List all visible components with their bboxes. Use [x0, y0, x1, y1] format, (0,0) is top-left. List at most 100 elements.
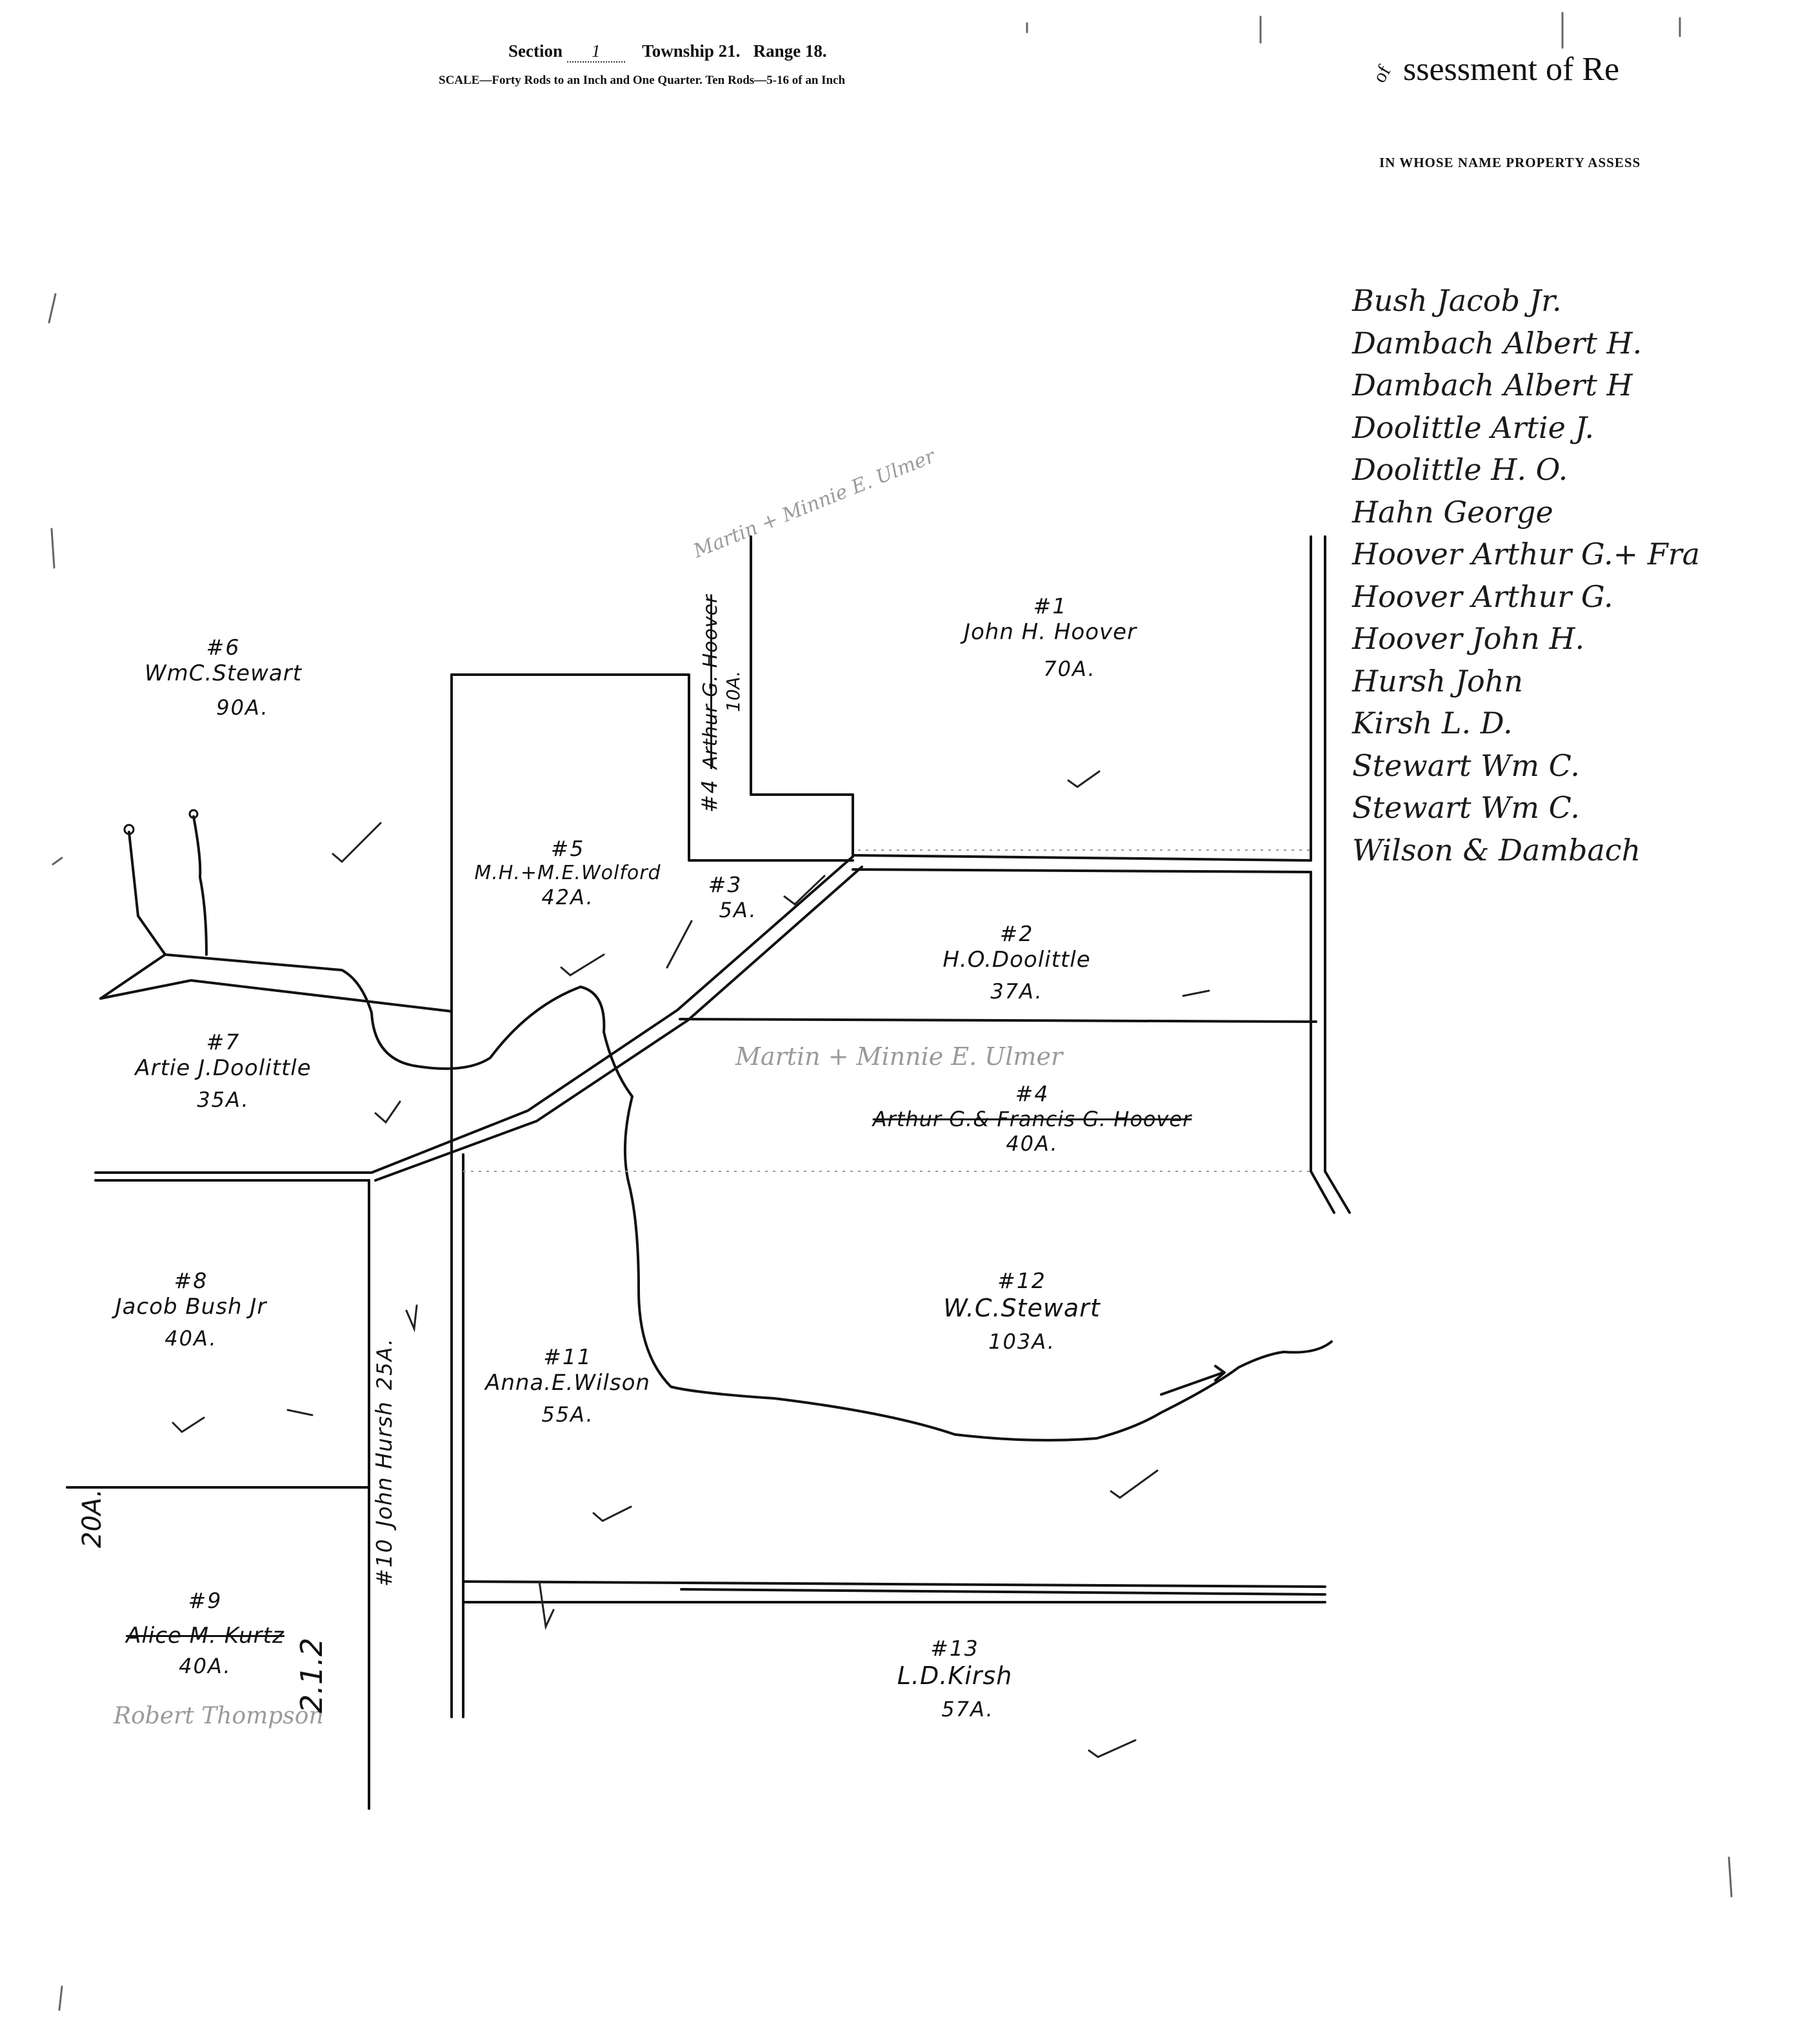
parcel-12-label: #12 W.C.Stewart 103A.: [943, 1268, 1100, 1354]
parcel-13-label: #13 L.D.Kirsh 57A.: [897, 1636, 1013, 1722]
parcel-owner: Alice M. Kurtz: [126, 1622, 284, 1649]
parcel-number: #4: [1015, 1081, 1050, 1106]
owner-list-item: Stewart Wm C.: [1352, 790, 1580, 825]
boundary-east-inner: [1310, 871, 1335, 1214]
boundary-parcel-13-extra: [680, 1588, 1326, 1596]
header-section-line: Section 1 Township 21. Range 18.: [508, 41, 827, 63]
parcel-number: #12: [997, 1268, 1046, 1293]
parcel-2-label: #2 H.O.Doolittle 37A.: [943, 921, 1090, 1004]
boundary-parcel-1-west: [750, 535, 854, 857]
boundary-parcel-2-4: [679, 1018, 1317, 1023]
parcel-acres: 90A.: [216, 695, 269, 720]
parcel-acres: 70A.: [1043, 657, 1096, 682]
assessment-subtitle: IN WHOSE NAME PROPERTY ASSESS: [1379, 155, 1641, 170]
parcel-acres: 103A.: [988, 1329, 1055, 1354]
parcel-hoover-small-acres: 10A.: [723, 670, 744, 712]
owner-list-item: Hahn George: [1352, 494, 1553, 530]
section-label: Section: [508, 41, 563, 61]
parcel-8-label: #8 Jacob Bush Jr 40A.: [115, 1268, 267, 1351]
creek-tributary-1: [128, 831, 166, 956]
boundary-east-outer: [1324, 1170, 1351, 1214]
road-diagonal-south: [374, 866, 863, 1182]
creek-tributary-2: [192, 815, 208, 956]
parcel-4-label: #4 Arthur G.& Francis G. Hoover 40A.: [873, 1081, 1192, 1156]
lot-reference: 2.1.2: [294, 1637, 329, 1713]
parcel-1-label: #1 John H. Hoover 70A.: [964, 593, 1137, 682]
boundary-parcel-5-north: [450, 673, 854, 862]
parcel-11-label: #11 Anna.E.Wilson 55A.: [485, 1344, 650, 1427]
parcel-number: #4: [697, 779, 722, 813]
parcel-acres: 40A.: [1006, 1131, 1059, 1156]
parcel-owner: Arthur G.& Francis G. Hoover: [872, 1106, 1192, 1131]
parcel-acres: 25A.: [372, 1337, 397, 1391]
parcel-number: #10: [372, 1538, 397, 1587]
parcel-owner: Artie J.Doolittle: [135, 1055, 312, 1081]
parcel-owner: John Hursh: [372, 1401, 397, 1527]
parcel-7-label: #7 Artie J.Doolittle 35A.: [135, 1029, 311, 1113]
owner-list-item: Hoover Arthur G.: [1352, 579, 1613, 614]
township-label: Township 21.: [642, 41, 741, 61]
arrow-shaft: [1160, 1371, 1224, 1396]
parcel-9-label: #9 Alice M. Kurtz 40A.: [126, 1588, 284, 1679]
owner-list: Bush Jacob Jr. Dambach Albert H. Dambach…: [1352, 280, 1700, 871]
parcel-number: #8: [174, 1268, 208, 1293]
owner-list-item: Wilson & Dambach: [1352, 832, 1641, 868]
owner-list-item: Dambach Albert H.: [1352, 325, 1642, 361]
parcel-acres: 57A.: [941, 1697, 994, 1722]
parcel-acres: 5A.: [719, 897, 757, 922]
parcel-5-label: #5 M.H.+M.E.Wolford 42A.: [474, 836, 661, 909]
parcel-number: #5: [550, 836, 585, 861]
arrow-head: [1214, 1365, 1226, 1382]
parcel-owner: L.D.Kirsh: [897, 1661, 1013, 1690]
boundary-parcel-1-south: [852, 854, 1312, 862]
parcel-hoover-small-label: #4 Arthur G. Hoover: [697, 595, 722, 813]
boundary-parcel-6-7: [99, 979, 453, 1013]
boundary-parcel-2-north: [852, 868, 1312, 873]
owner-list-item: Stewart Wm C.: [1352, 748, 1580, 783]
parcel-9-annotation: Robert Thompson: [114, 1703, 324, 1729]
section-value: 1: [566, 41, 625, 63]
parcel-number: #7: [206, 1029, 241, 1055]
parcel-owner: WmC.Stewart: [144, 660, 303, 686]
parcel-number: #9: [188, 1588, 223, 1613]
owner-list-item: Bush Jacob Jr.: [1352, 283, 1562, 318]
owner-list-item: Kirsh L. D.: [1352, 706, 1513, 740]
parcel-owner: M.H.+M.E.Wolford: [474, 861, 661, 884]
parcel-6-label: #6 WmC.Stewart 90A.: [145, 635, 302, 720]
parcel-acres: 55A.: [541, 1402, 594, 1427]
parcel-owner: Anna.E.Wilson: [485, 1369, 650, 1396]
parcel-number: #2: [999, 921, 1034, 946]
owner-list-item: Dambach Albert H: [1352, 368, 1633, 402]
parcel-number: #1: [1033, 593, 1068, 619]
parcel-acres: 35A.: [197, 1087, 250, 1113]
parcel-owner: Arthur G. Hoover: [699, 594, 722, 769]
scale-text: SCALE—Forty Rods to an Inch and One Quar…: [439, 74, 846, 87]
parcel-acres: 42A.: [541, 884, 594, 909]
boundary-parcel-11-13: [462, 1580, 1326, 1588]
owner-list-item: Doolittle Artie J.: [1352, 410, 1594, 445]
parcel-9-side-acres: 20A.: [77, 1489, 107, 1548]
parcel-4-annotation: Martin + Minnie E. Ulmer: [735, 1042, 1063, 1071]
parcel-owner: John H. Hoover: [963, 619, 1137, 645]
parcel-acres: 37A.: [990, 979, 1043, 1004]
owner-list-item: Hoover Arthur G.+ Fra: [1352, 537, 1701, 571]
parcel-3-label: #3 5A.: [693, 872, 757, 922]
parcel-number: #3: [708, 872, 743, 897]
parcel-acres: 40A.: [165, 1326, 217, 1351]
owner-list-item: Hoover John H.: [1352, 621, 1585, 656]
range-label: Range 18.: [753, 41, 827, 61]
parcel-acres: 40A.: [179, 1654, 232, 1679]
parcel-10-label: #10 John Hursh 25A.: [372, 1338, 397, 1587]
creek-west-branch: [99, 953, 1333, 1442]
parcel-owner: H.O.Doolittle: [943, 946, 1091, 973]
parcel-owner: W.C.Stewart: [943, 1293, 1101, 1322]
owner-list-item: Hursh John: [1352, 663, 1523, 699]
parcel-number: #13: [930, 1636, 979, 1661]
owner-list-item: Doolittle H. O.: [1352, 452, 1568, 487]
parcel-number: #11: [543, 1344, 592, 1369]
parcel-owner: Jacob Bush Jr: [115, 1293, 267, 1320]
parcel-number: #6: [206, 635, 241, 660]
road-diagonal-north: [370, 855, 854, 1174]
